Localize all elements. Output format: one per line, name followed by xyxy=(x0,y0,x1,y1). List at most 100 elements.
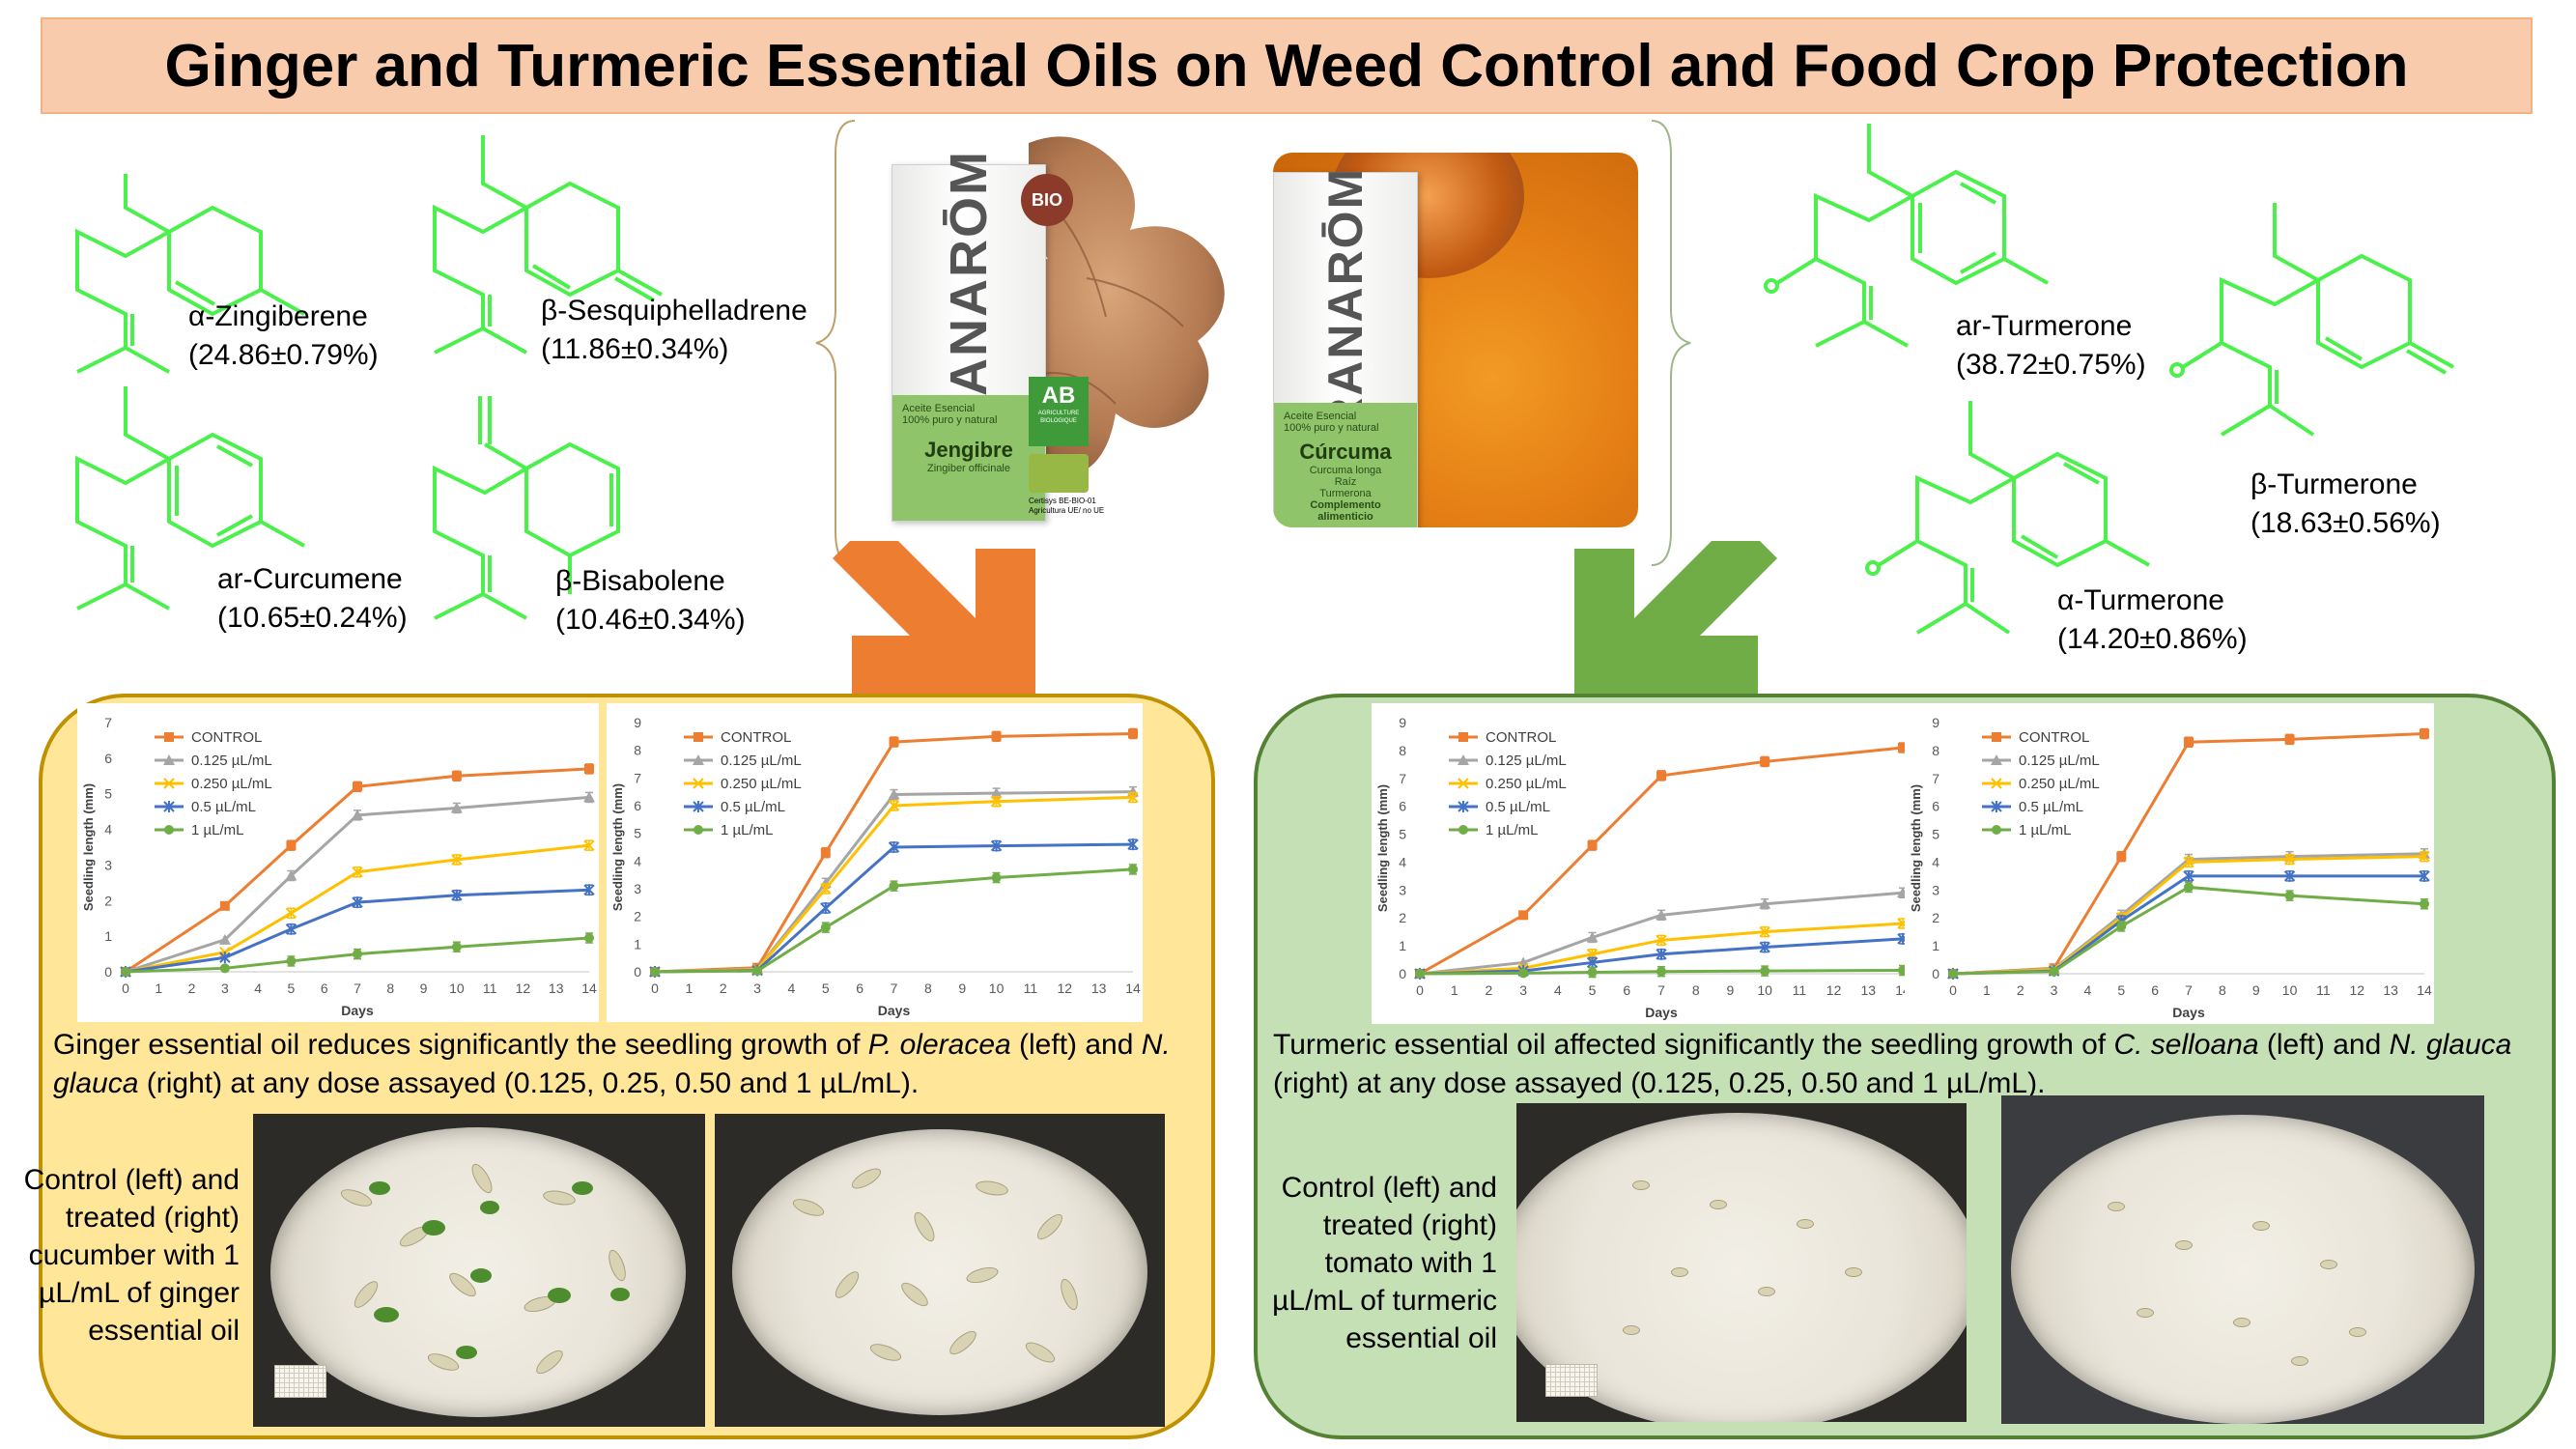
x-tick-label: 13 xyxy=(2383,982,2398,998)
y-tick-label: 2 xyxy=(104,893,112,908)
x-tick-label: 9 xyxy=(2252,982,2260,998)
bio-badge: BIO xyxy=(1021,174,1073,226)
data-point xyxy=(1127,838,1139,851)
x-tick-label: 2 xyxy=(188,980,196,996)
x-axis-label: Days xyxy=(341,1003,374,1018)
data-point xyxy=(218,933,231,945)
x-tick-label: 12 xyxy=(1826,982,1842,998)
label-alpha-zingiberene: α-Zingiberene(24.86±0.79%) xyxy=(188,300,379,371)
series-line xyxy=(654,867,1134,974)
y-tick-label: 9 xyxy=(1932,715,1939,730)
x-tick-label: 7 xyxy=(891,980,898,996)
data-point xyxy=(164,825,174,835)
data-point xyxy=(990,839,1003,852)
y-tick-label: 5 xyxy=(104,786,112,802)
y-tick-label: 5 xyxy=(1399,827,1406,842)
data-point xyxy=(2284,734,2295,745)
y-tick-label: 1 xyxy=(1932,938,1939,953)
photo-cucumber-control xyxy=(253,1114,705,1427)
x-tick-label: 5 xyxy=(1589,982,1597,998)
x-axis-label: Days xyxy=(878,1003,911,1018)
x-tick-label: 5 xyxy=(288,980,296,996)
y-tick-label: 5 xyxy=(1932,827,1939,842)
data-point-stroke xyxy=(2183,856,2194,868)
x-tick-label: 6 xyxy=(856,980,863,996)
data-point xyxy=(583,791,595,803)
data-point xyxy=(1759,941,1770,953)
y-tick-label: 3 xyxy=(1399,882,1406,897)
legend-label: 0.5 µL/mL xyxy=(191,799,256,815)
series-line xyxy=(125,888,590,974)
x-tick-label: 8 xyxy=(2219,982,2226,998)
data-point xyxy=(2420,728,2429,739)
data-point xyxy=(1759,925,1770,938)
data-point xyxy=(164,732,174,742)
eu-organic-logo xyxy=(1029,454,1089,493)
data-point xyxy=(353,949,362,959)
data-point xyxy=(1656,966,1666,977)
label-beta-bisabolene: β-Bisabolene(10.46±0.34%) xyxy=(555,565,746,636)
data-point xyxy=(889,881,899,892)
data-point xyxy=(584,932,594,943)
x-tick-label: 13 xyxy=(1860,982,1876,998)
data-point-stroke xyxy=(352,867,363,878)
structure-beta-sesquiphelladrene xyxy=(430,126,681,372)
x-tick-label: 6 xyxy=(321,980,328,996)
data-point xyxy=(1518,968,1529,979)
y-axis-label: Seedling length (mm) xyxy=(81,783,96,911)
data-point xyxy=(451,942,462,952)
turmeric-photo-description: Control (left) and treated (right) tomat… xyxy=(1272,1172,1497,1354)
ginger-arrow-icon xyxy=(833,541,1035,696)
x-tick-label: 11 xyxy=(483,980,497,996)
legend-label: 0.5 µL/mL xyxy=(1486,799,1550,815)
data-point-stroke xyxy=(1759,925,1770,938)
x-tick-label: 4 xyxy=(254,980,262,996)
turmeric-product-photo: PRANARŌM Aceite Esencial 100% puro y nat… xyxy=(1273,153,1638,527)
y-tick-label: 4 xyxy=(1399,854,1406,869)
x-tick-label: 1 xyxy=(155,980,162,996)
y-tick-label: 7 xyxy=(1932,771,1939,786)
x-tick-label: 2 xyxy=(1486,982,1493,998)
series-line xyxy=(1419,746,1904,976)
legend-label: 0.125 µL/mL xyxy=(1486,753,1567,769)
legend-label: 0.250 µL/mL xyxy=(1486,776,1567,792)
data-point xyxy=(1991,754,2002,765)
data-point xyxy=(583,839,595,851)
y-tick-label: 6 xyxy=(104,751,112,766)
data-point xyxy=(2283,853,2296,866)
y-axis-label: Seedling length (mm) xyxy=(1375,784,1390,912)
data-point xyxy=(2049,966,2059,977)
data-point xyxy=(2284,891,2295,901)
data-point xyxy=(1128,728,1138,739)
x-tick-label: 12 xyxy=(2349,982,2364,998)
data-point xyxy=(693,778,704,789)
legend-label: 0.5 µL/mL xyxy=(721,799,785,815)
data-point xyxy=(163,801,175,812)
data-point xyxy=(286,840,297,851)
data-point xyxy=(1415,969,1425,979)
y-tick-label: 2 xyxy=(634,909,641,924)
data-point-stroke xyxy=(2283,853,2296,866)
x-tick-label: 3 xyxy=(753,980,761,996)
x-tick-label: 0 xyxy=(1416,982,1424,998)
y-tick-label: 1 xyxy=(104,928,112,944)
x-tick-label: 10 xyxy=(1757,982,1772,998)
data-point xyxy=(650,967,660,977)
y-tick-label: 6 xyxy=(634,798,641,813)
x-tick-label: 12 xyxy=(516,980,531,996)
data-point xyxy=(1656,770,1666,781)
x-axis-label: Days xyxy=(1645,1005,1678,1020)
x-tick-label: 4 xyxy=(1554,982,1562,998)
data-point xyxy=(2116,851,2127,862)
data-point xyxy=(285,923,297,935)
y-tick-label: 2 xyxy=(1399,910,1406,925)
x-tick-label: 8 xyxy=(924,980,932,996)
legend-label: 0.250 µL/mL xyxy=(2019,776,2100,792)
legend-label: 0.125 µL/mL xyxy=(2019,753,2100,769)
data-point xyxy=(353,781,362,792)
x-tick-label: 4 xyxy=(2084,982,2092,998)
legend-label: 1 µL/mL xyxy=(721,822,774,838)
